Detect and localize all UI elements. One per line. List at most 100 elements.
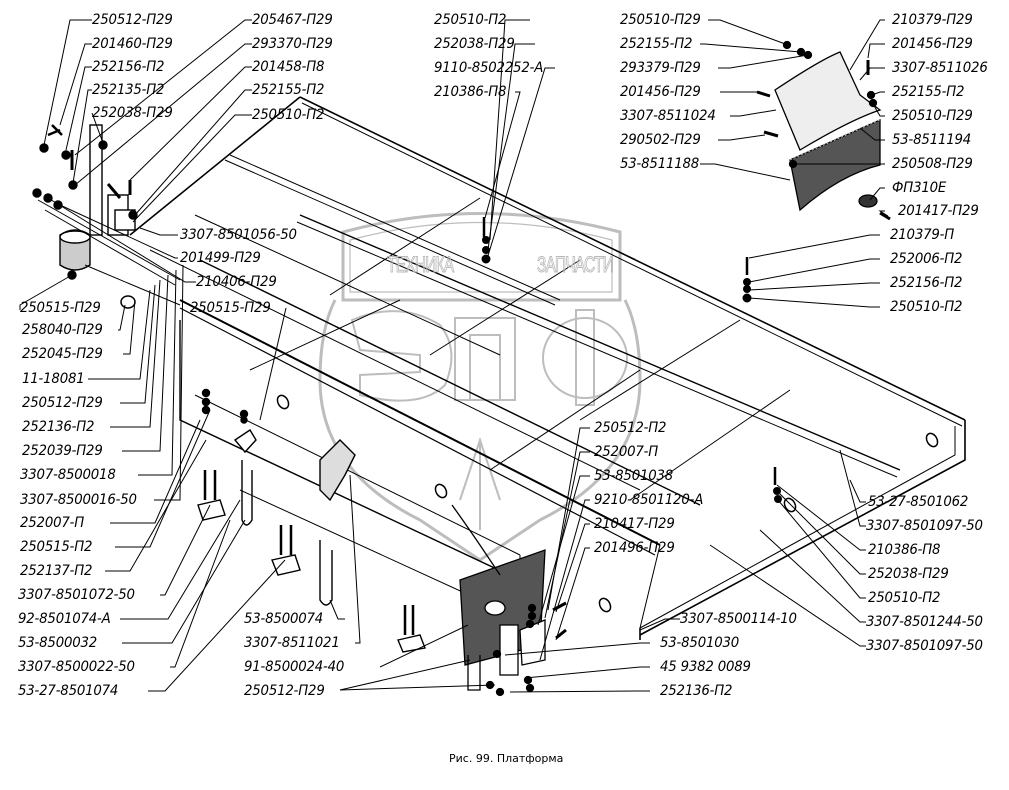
part-label: 250510-П2 — [252, 107, 325, 123]
part-label: 252155-П2 — [892, 84, 965, 100]
part-label: 3307-8511024 — [620, 108, 716, 124]
part-label: 252038-П29 — [92, 105, 173, 121]
part-label: 3307-8511026 — [892, 60, 988, 76]
watermark-letter-p — [454, 317, 516, 401]
part-label: 3307-8501072-50 — [18, 587, 135, 603]
part-label: 3307-8500018 — [20, 467, 116, 483]
mudflap — [789, 118, 881, 212]
part-label: 9110-8502252-А — [434, 60, 544, 76]
clamp-plate — [197, 499, 226, 521]
watermark-wheat — [459, 436, 501, 530]
part-label: 201458-П8 — [252, 59, 325, 75]
part-label: 11-18081 — [22, 371, 85, 387]
part-label: 53-8511188 — [620, 156, 700, 172]
part-label: 201456-П29 — [620, 84, 701, 100]
part-label: 210379-П29 — [892, 12, 973, 28]
far-side-rail — [299, 96, 966, 421]
part-label: 53-8500032 — [18, 635, 98, 651]
part-label: 258040-П29 — [22, 322, 103, 338]
part-label: 250512-П29 — [244, 683, 325, 699]
part-label: 3307-8511021 — [244, 635, 340, 651]
part-label: 201456-П29 — [892, 36, 973, 52]
part-label: 252155-П2 — [620, 36, 693, 52]
part-label: 250510-П2 — [434, 12, 507, 28]
part-label: 252136-П2 — [660, 683, 733, 699]
part-label: 252039-П29 — [22, 443, 103, 459]
part-label: 210379-П — [890, 227, 955, 243]
part-label: 252045-П29 — [22, 346, 103, 362]
part-label: 250515-П2 — [20, 539, 93, 555]
underframe-fasteners — [197, 388, 426, 653]
part-label: 201417-П29 — [898, 203, 979, 219]
part-label: 53-8501030 — [660, 635, 740, 651]
part-label: 53-8500074 — [244, 611, 324, 627]
part-label: 53-8501038 — [594, 468, 674, 484]
part-label: 53-27-8501062 — [868, 494, 969, 510]
watermark-text-left: ТЕХНИКА — [387, 252, 455, 278]
part-label: 3307-8501244-50 — [866, 614, 983, 630]
side-hook — [319, 439, 356, 502]
mudflap-bracket-plate — [499, 624, 519, 676]
part-label: 210417-П29 — [594, 516, 675, 532]
part-label: 53-8511194 — [892, 132, 972, 148]
part-label: 3307-8500016-50 — [20, 492, 137, 508]
watermark-banner — [341, 212, 622, 302]
part-label: 293370-П29 — [252, 36, 333, 52]
leader-lines — [19, 19, 889, 693]
mudflap-bracket — [774, 51, 882, 151]
part-label: 250510-П2 — [890, 299, 963, 315]
part-label: 252007-П — [594, 444, 659, 460]
part-label: 3307-8500022-50 — [18, 659, 135, 675]
watermark-text-right: ЗАПЧАСТИ — [537, 252, 615, 278]
part-label: 250515-П29 — [190, 300, 271, 316]
reflector — [858, 194, 878, 208]
part-label: 250508-П29 — [892, 156, 973, 172]
part-label: 252137-П2 — [20, 563, 93, 579]
part-label: 3307-8500114-10 — [680, 611, 797, 627]
part-label: 290502-П29 — [620, 132, 701, 148]
part-label: 250510-П29 — [892, 108, 973, 124]
hinge-loops — [120, 295, 939, 613]
rear-right-bolt-stack — [773, 467, 782, 503]
part-label: 252156-П2 — [92, 59, 165, 75]
part-label: 252135-П2 — [92, 82, 165, 98]
part-label: 3307-8501056-50 — [180, 227, 297, 243]
watermark-letter-p-inner — [469, 334, 501, 401]
part-label: 210386-П8 — [434, 84, 507, 100]
near-side-rail — [179, 299, 661, 546]
watermark-letter-f — [542, 317, 628, 399]
part-label: 201460-П29 — [92, 36, 173, 52]
front-board-top — [129, 96, 301, 236]
part-label: 250512-П29 — [22, 395, 103, 411]
part-label: 252006-П2 — [890, 251, 963, 267]
part-label: 3307-8501097-50 — [866, 638, 983, 654]
right-bolt-stack — [742, 257, 752, 303]
part-label: 252155-П2 — [252, 82, 325, 98]
part-label: 201496-П29 — [594, 540, 675, 556]
part-label: 250510-П29 — [620, 12, 701, 28]
part-label: 250512-П2 — [594, 420, 667, 436]
part-label: 252038-П29 — [868, 566, 949, 582]
platform-frame — [129, 96, 966, 640]
part-label: ФП310Е — [892, 180, 947, 196]
part-label: 3307-8501097-50 — [866, 518, 983, 534]
watermark-shield — [318, 299, 642, 562]
part-label: 250512-П29 — [92, 12, 173, 28]
mudflap-assembly-side — [451, 504, 567, 697]
part-label: 53-27-8501074 — [18, 683, 119, 699]
part-label: 252007-П — [20, 515, 85, 531]
part-label: 201499-П29 — [180, 250, 261, 266]
part-label: 293379-П29 — [620, 60, 701, 76]
part-label: 250515-П29 — [20, 300, 101, 316]
figure-caption: Рис. 99. Платформа — [449, 752, 564, 765]
center-bolt-stack — [481, 217, 491, 264]
part-label: 205467-П29 — [252, 12, 333, 28]
part-label: 250510-П2 — [868, 590, 941, 606]
part-label: 252156-П2 — [890, 275, 963, 291]
part-label: 210386-П8 — [868, 542, 941, 558]
mudflap-assembly-rear — [756, 40, 891, 221]
part-label: 9210-8501120-А — [594, 492, 704, 508]
rear-board — [639, 420, 966, 636]
